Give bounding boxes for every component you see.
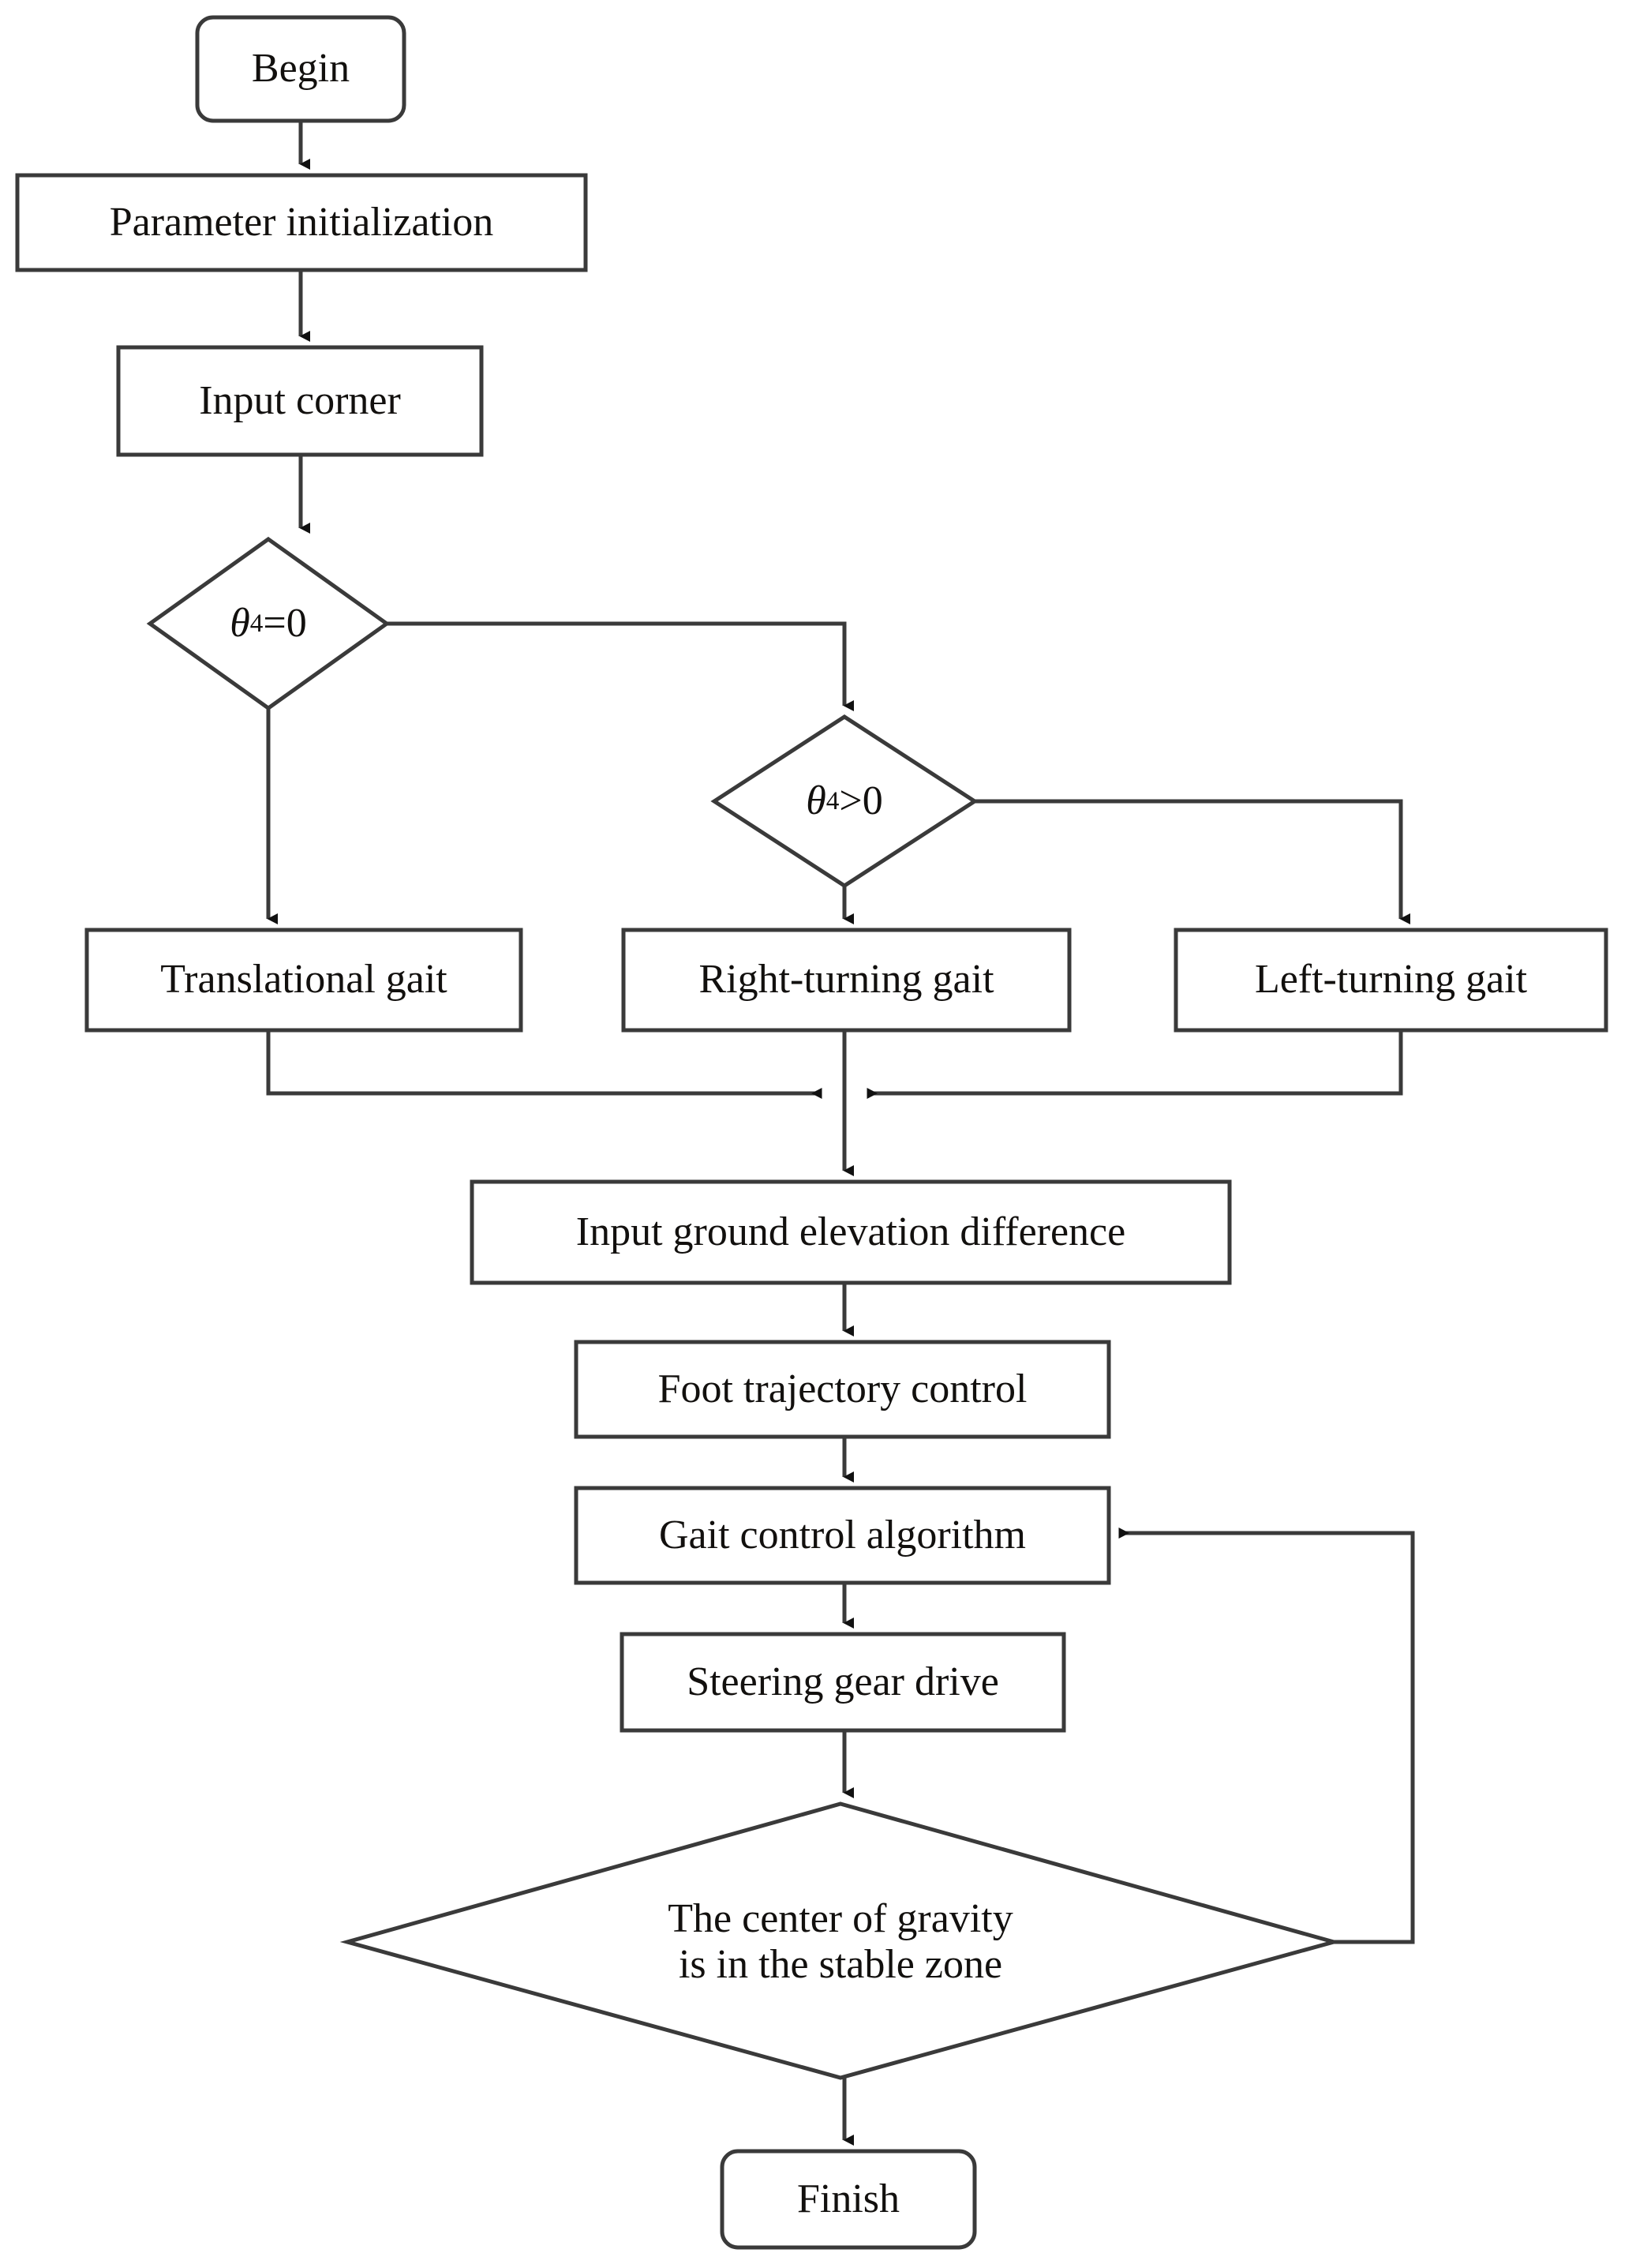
edge-left-turning-gait-to-merge <box>867 1030 1403 1099</box>
edge-decision-theta-gt-zero-to-left-turning-gait <box>975 799 1410 924</box>
node-translational-gait-shape <box>84 928 523 1033</box>
node-left-turning-gait-shape <box>1174 928 1608 1033</box>
node-begin-shape <box>195 15 406 123</box>
node-input-corner-shape <box>116 345 484 457</box>
node-steering-gear-drive-shape <box>620 1632 1066 1733</box>
node-gait-control-algorithm-shape <box>574 1486 1111 1585</box>
node-decision-theta-eq-zero-shape <box>146 536 391 711</box>
edge-decision-center-of-gravity-feedback-to-gait-control-algorithm <box>1118 1528 1415 1944</box>
node-decision-theta-gt-zero-shape <box>710 714 979 888</box>
node-decision-center-of-gravity-shape <box>339 1801 1342 2080</box>
node-parameter-initialization-shape <box>15 173 588 272</box>
edge-decision-theta-eq-zero-to-decision-theta-gt-zero <box>387 621 854 711</box>
edge-translational-gait-to-merge <box>266 1030 822 1099</box>
node-input-ground-elevation-difference-shape <box>470 1179 1232 1285</box>
node-finish-shape <box>720 2149 977 2250</box>
node-foot-trajectory-control-shape <box>574 1340 1111 1439</box>
node-right-turning-gait-shape <box>621 928 1072 1033</box>
